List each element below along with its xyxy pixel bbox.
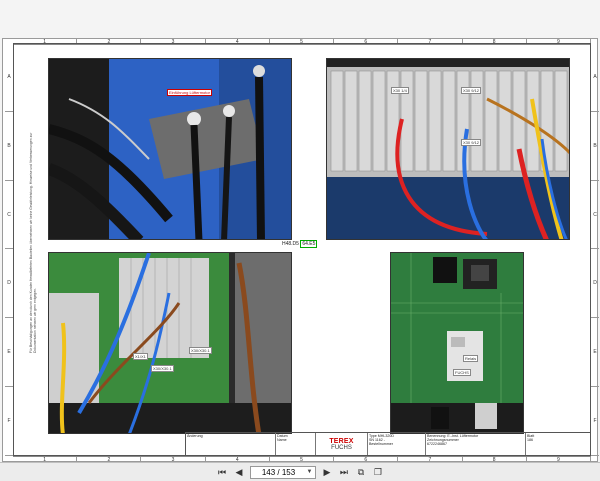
photo-relay-board: Relais FUCHS bbox=[390, 252, 524, 434]
terminal-label: X30 9/12 bbox=[461, 139, 482, 146]
fit-page-icon[interactable]: ⧉ bbox=[357, 466, 365, 477]
ref-prefix: H48.D5 bbox=[282, 241, 299, 247]
ruler-col: 5 bbox=[270, 39, 335, 45]
ruler-row: D bbox=[5, 249, 13, 319]
type-value: MHL320D bbox=[377, 434, 394, 438]
name-label: Name bbox=[277, 438, 287, 442]
desc-label: Benennung: bbox=[427, 434, 447, 438]
ruler-row: C bbox=[591, 181, 599, 250]
ruler-col: 5 bbox=[270, 457, 335, 462]
photo-terminal-block: X30 1/4 X30 9/12 X30 9/12 bbox=[326, 58, 570, 240]
sheet-label: Blatt bbox=[527, 434, 535, 438]
photo-terminal-board-art bbox=[49, 253, 291, 433]
ruler-row: E bbox=[5, 318, 13, 388]
terminal-label: X30 1/4 bbox=[391, 87, 409, 94]
ruler-col: 7 bbox=[398, 39, 463, 45]
terminal-label: X30/X30.1 bbox=[151, 365, 174, 372]
ruler-col: 1 bbox=[13, 39, 78, 45]
ruler-col: 2 bbox=[77, 39, 142, 45]
terex-logo: TEREX bbox=[329, 437, 354, 445]
ruler-col: 7 bbox=[398, 457, 463, 462]
ruler-row: B bbox=[5, 112, 13, 181]
ruler-col: 3 bbox=[141, 457, 206, 462]
title-block: Änderung Datum Name TEREX FUCHS Type MHL… bbox=[185, 432, 591, 456]
terminal-label: X30 9/12 bbox=[461, 87, 482, 94]
photo-terminal-block-art bbox=[327, 59, 569, 239]
drawing-value: 6722246867 bbox=[427, 442, 447, 446]
date-label: Datum bbox=[277, 434, 288, 438]
relay-label: FUCHS bbox=[453, 369, 471, 376]
ruler-col: 3 bbox=[141, 39, 206, 45]
prev-page-icon[interactable]: ◀ bbox=[235, 466, 243, 477]
type-cell: Type MHL320D SN 1162 - Bestellnummer bbox=[368, 433, 426, 455]
fuchs-logo: FUCHS bbox=[331, 444, 352, 451]
side-note-text: Für Beschädigungen an den durch den Kund… bbox=[29, 132, 37, 353]
document-viewer[interactable]: 1 2 3 4 5 6 7 8 9 1 2 3 4 5 6 7 8 9 A B … bbox=[0, 0, 600, 462]
ruler-row: F bbox=[5, 387, 13, 456]
ruler-row: E bbox=[591, 318, 599, 388]
ruler-col: 9 bbox=[527, 457, 591, 462]
type-label: Type bbox=[369, 434, 377, 438]
photo-relay-board-art bbox=[391, 253, 523, 433]
sheet-value: 186 bbox=[527, 438, 533, 442]
ruler-col: 1 bbox=[13, 457, 78, 462]
cable-entry-callout: Einführung Lüftermotor bbox=[167, 89, 212, 96]
ruler-bottom: 1 2 3 4 5 6 7 8 9 bbox=[13, 456, 591, 462]
page-number-input[interactable] bbox=[253, 467, 304, 477]
photo-terminal-board: X1/X1 X30/X30.1 X30/X30.1 bbox=[48, 252, 292, 434]
ruler-row: B bbox=[591, 112, 599, 181]
ruler-col: 2 bbox=[77, 457, 142, 462]
side-note: Für Beschädigungen an den durch den Kund… bbox=[28, 124, 37, 364]
page-selector[interactable]: ▼ bbox=[249, 465, 317, 479]
ruler-right: A B C D E F bbox=[591, 43, 599, 456]
ruler-row: C bbox=[5, 181, 13, 250]
viewer-toolbar: ⏮ ◀ ▼ ▶ ⏭ ⧉ ❐ bbox=[0, 462, 600, 481]
ruler-row: F bbox=[591, 387, 599, 456]
first-page-icon[interactable]: ⏮ bbox=[217, 466, 227, 477]
ruler-col: 8 bbox=[463, 39, 527, 45]
terminal-label: X30/X30.1 bbox=[189, 347, 212, 354]
ruler-col: 6 bbox=[334, 39, 399, 45]
photo-cable-entry-art bbox=[49, 59, 291, 239]
terminal-label: X1/X1 bbox=[133, 353, 148, 360]
next-page-icon[interactable]: ▶ bbox=[323, 466, 331, 477]
ref-box: 64.E5 bbox=[300, 240, 318, 248]
sheet-cell: Blatt 186 bbox=[526, 433, 590, 455]
ruler-col: 6 bbox=[334, 457, 399, 462]
ruler-row: D bbox=[591, 249, 599, 319]
photo1-reference: H48.D5 64.E5 bbox=[282, 240, 318, 248]
serial-label: SN bbox=[369, 438, 374, 442]
drawing-label: Zeichnungsnummer bbox=[427, 438, 459, 442]
ruler-row: A bbox=[591, 43, 599, 112]
ruler-col: 9 bbox=[527, 39, 591, 45]
chevron-down-icon[interactable]: ▼ bbox=[306, 469, 313, 475]
brand-cell: TEREX FUCHS bbox=[316, 433, 368, 455]
desc-value: E.-Inst. Lüftermotor bbox=[447, 434, 479, 438]
ruler-col: 4 bbox=[206, 457, 270, 462]
ruler-top: 1 2 3 4 5 6 7 8 9 bbox=[13, 39, 591, 45]
ruler-col: 4 bbox=[206, 39, 270, 45]
ruler-left: A B C D E F bbox=[5, 43, 13, 456]
relay-label: Relais bbox=[463, 355, 479, 362]
order-label: Bestellnummer bbox=[369, 442, 393, 446]
ruler-col: 8 bbox=[463, 457, 527, 462]
photo-cable-entry: Einführung Lüftermotor bbox=[48, 58, 292, 240]
copy-icon[interactable]: ❐ bbox=[373, 466, 382, 477]
date-cell: Datum Name bbox=[276, 433, 316, 455]
document-page: 1 2 3 4 5 6 7 8 9 1 2 3 4 5 6 7 8 9 A B … bbox=[2, 38, 599, 462]
ruler-row: A bbox=[5, 43, 13, 112]
drawing-frame: Für Beschädigungen an den durch den Kund… bbox=[13, 43, 591, 456]
revision-cell: Änderung bbox=[186, 433, 276, 455]
description-cell: Benennung: E.-Inst. Lüftermotor Zeichnun… bbox=[426, 433, 526, 455]
last-page-icon[interactable]: ⏭ bbox=[339, 466, 349, 477]
revision-label: Änderung bbox=[187, 434, 203, 438]
serial-value: 1162 - bbox=[375, 438, 385, 442]
